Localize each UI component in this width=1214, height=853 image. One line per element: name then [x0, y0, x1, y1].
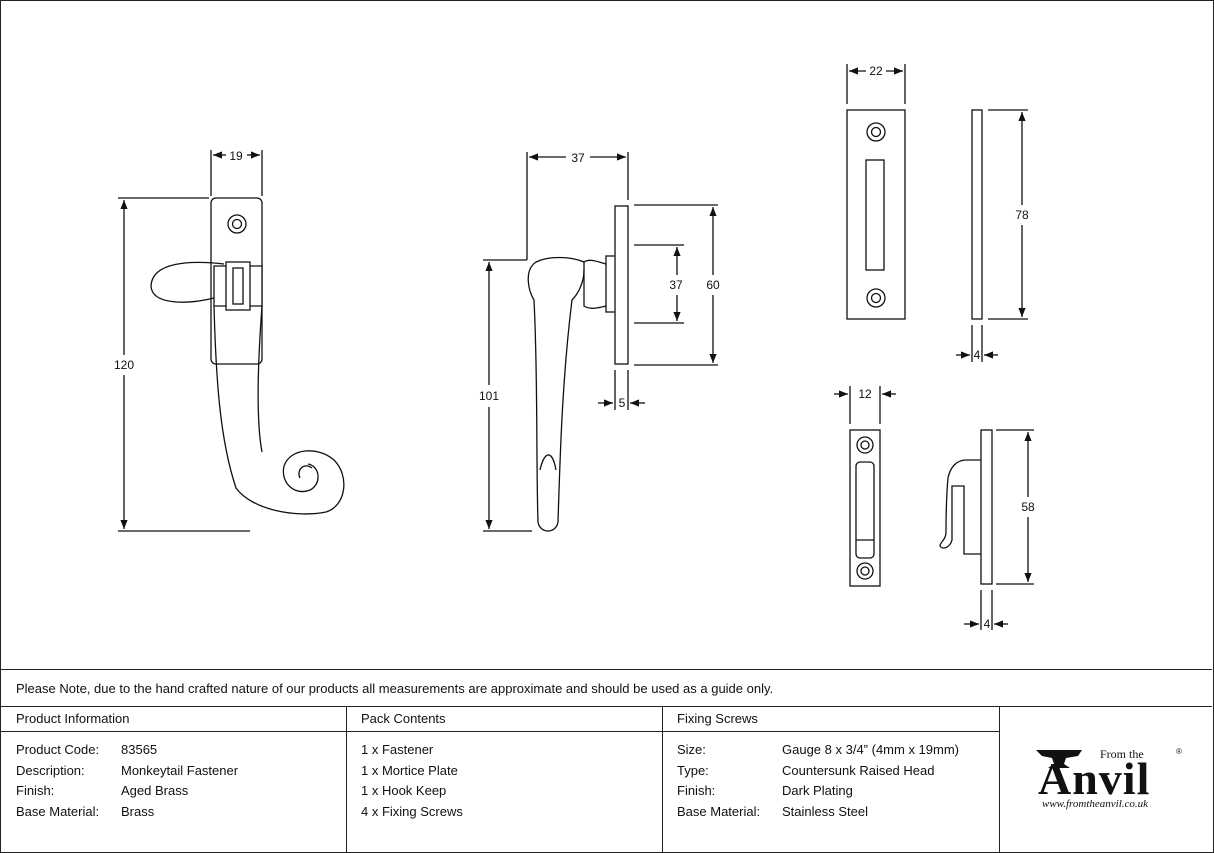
fixing-screws-row: Finish:Dark Plating	[677, 783, 853, 798]
dim-label: 120	[114, 358, 134, 372]
front-height-dimension	[118, 197, 250, 532]
keep-width-dimension	[834, 386, 896, 424]
fixing-screws-row: Base Material:Stainless Steel	[677, 804, 868, 819]
hook-keep-front	[849, 429, 881, 587]
front-width-dimension	[210, 150, 263, 196]
dim-label: 12	[858, 387, 872, 401]
mortice-plate-side	[956, 109, 1028, 362]
fixing-screws-row: Type:Countersunk Raised Head	[677, 763, 935, 778]
divider	[346, 706, 347, 852]
product-info-row: Description:Monkeytail Fastener	[16, 763, 239, 778]
product-info-row: Product Code:83565	[16, 742, 158, 757]
fastener-front-view	[150, 197, 345, 515]
divider	[0, 731, 999, 732]
fixing-screws-row: Size:Gauge 8 x 3/4” (4mm x 19mm)	[677, 742, 959, 757]
dim-label: 19	[229, 149, 243, 163]
fastener-side-view	[527, 205, 629, 532]
anvil-icon	[1036, 750, 1082, 768]
logo-word: Anvil	[1038, 753, 1151, 804]
product-info-row: Finish:Aged Brass	[16, 783, 189, 798]
pack-item: 1 x Hook Keep	[361, 783, 447, 798]
dim-label: 5	[619, 396, 626, 410]
logo-from-the: From the	[1100, 747, 1144, 761]
logo-registered: ®	[1176, 747, 1182, 756]
from-the-anvil-logo: From the ® Anvil www.fromtheanvil.co.uk	[1030, 744, 1190, 819]
dim-label: 37	[669, 278, 683, 292]
info-panel: Please Note, due to the hand crafted nat…	[0, 669, 1212, 852]
technical-drawing: 19 120 37 101 37 60 5 22 78 4 12 58 4	[114, 64, 1035, 631]
dim-label: 60	[706, 278, 720, 292]
dim-label: 22	[869, 64, 883, 78]
pack-contents-title: Pack Contents	[361, 711, 446, 726]
pack-item: 1 x Mortice Plate	[361, 763, 458, 778]
product-info-row: Base Material:Brass	[16, 804, 155, 819]
dim-label: 78	[1015, 208, 1029, 222]
fixing-screws-title: Fixing Screws	[677, 711, 758, 726]
mortice-width-dimension	[846, 64, 906, 104]
plate-dimensions	[598, 204, 718, 410]
mortice-plate-front	[846, 109, 906, 320]
dim-label: 4	[984, 617, 991, 631]
side-height-dimension	[483, 262, 532, 532]
disclaimer-note: Please Note, due to the hand crafted nat…	[16, 681, 774, 696]
dim-label: 58	[1021, 500, 1035, 514]
pack-item: 1 x Fastener	[361, 742, 434, 757]
dim-label: 101	[479, 389, 499, 403]
dim-label: 37	[571, 151, 585, 165]
dim-label: 4	[974, 348, 981, 362]
divider	[0, 706, 1212, 707]
divider	[662, 706, 663, 852]
side-depth-dimension	[483, 152, 629, 261]
pack-item: 4 x Fixing Screws	[361, 804, 463, 819]
product-info-title: Product Information	[16, 711, 130, 726]
hook-keep-side	[939, 429, 1034, 630]
logo-url: www.fromtheanvil.co.uk	[1042, 798, 1149, 810]
divider	[999, 706, 1000, 852]
